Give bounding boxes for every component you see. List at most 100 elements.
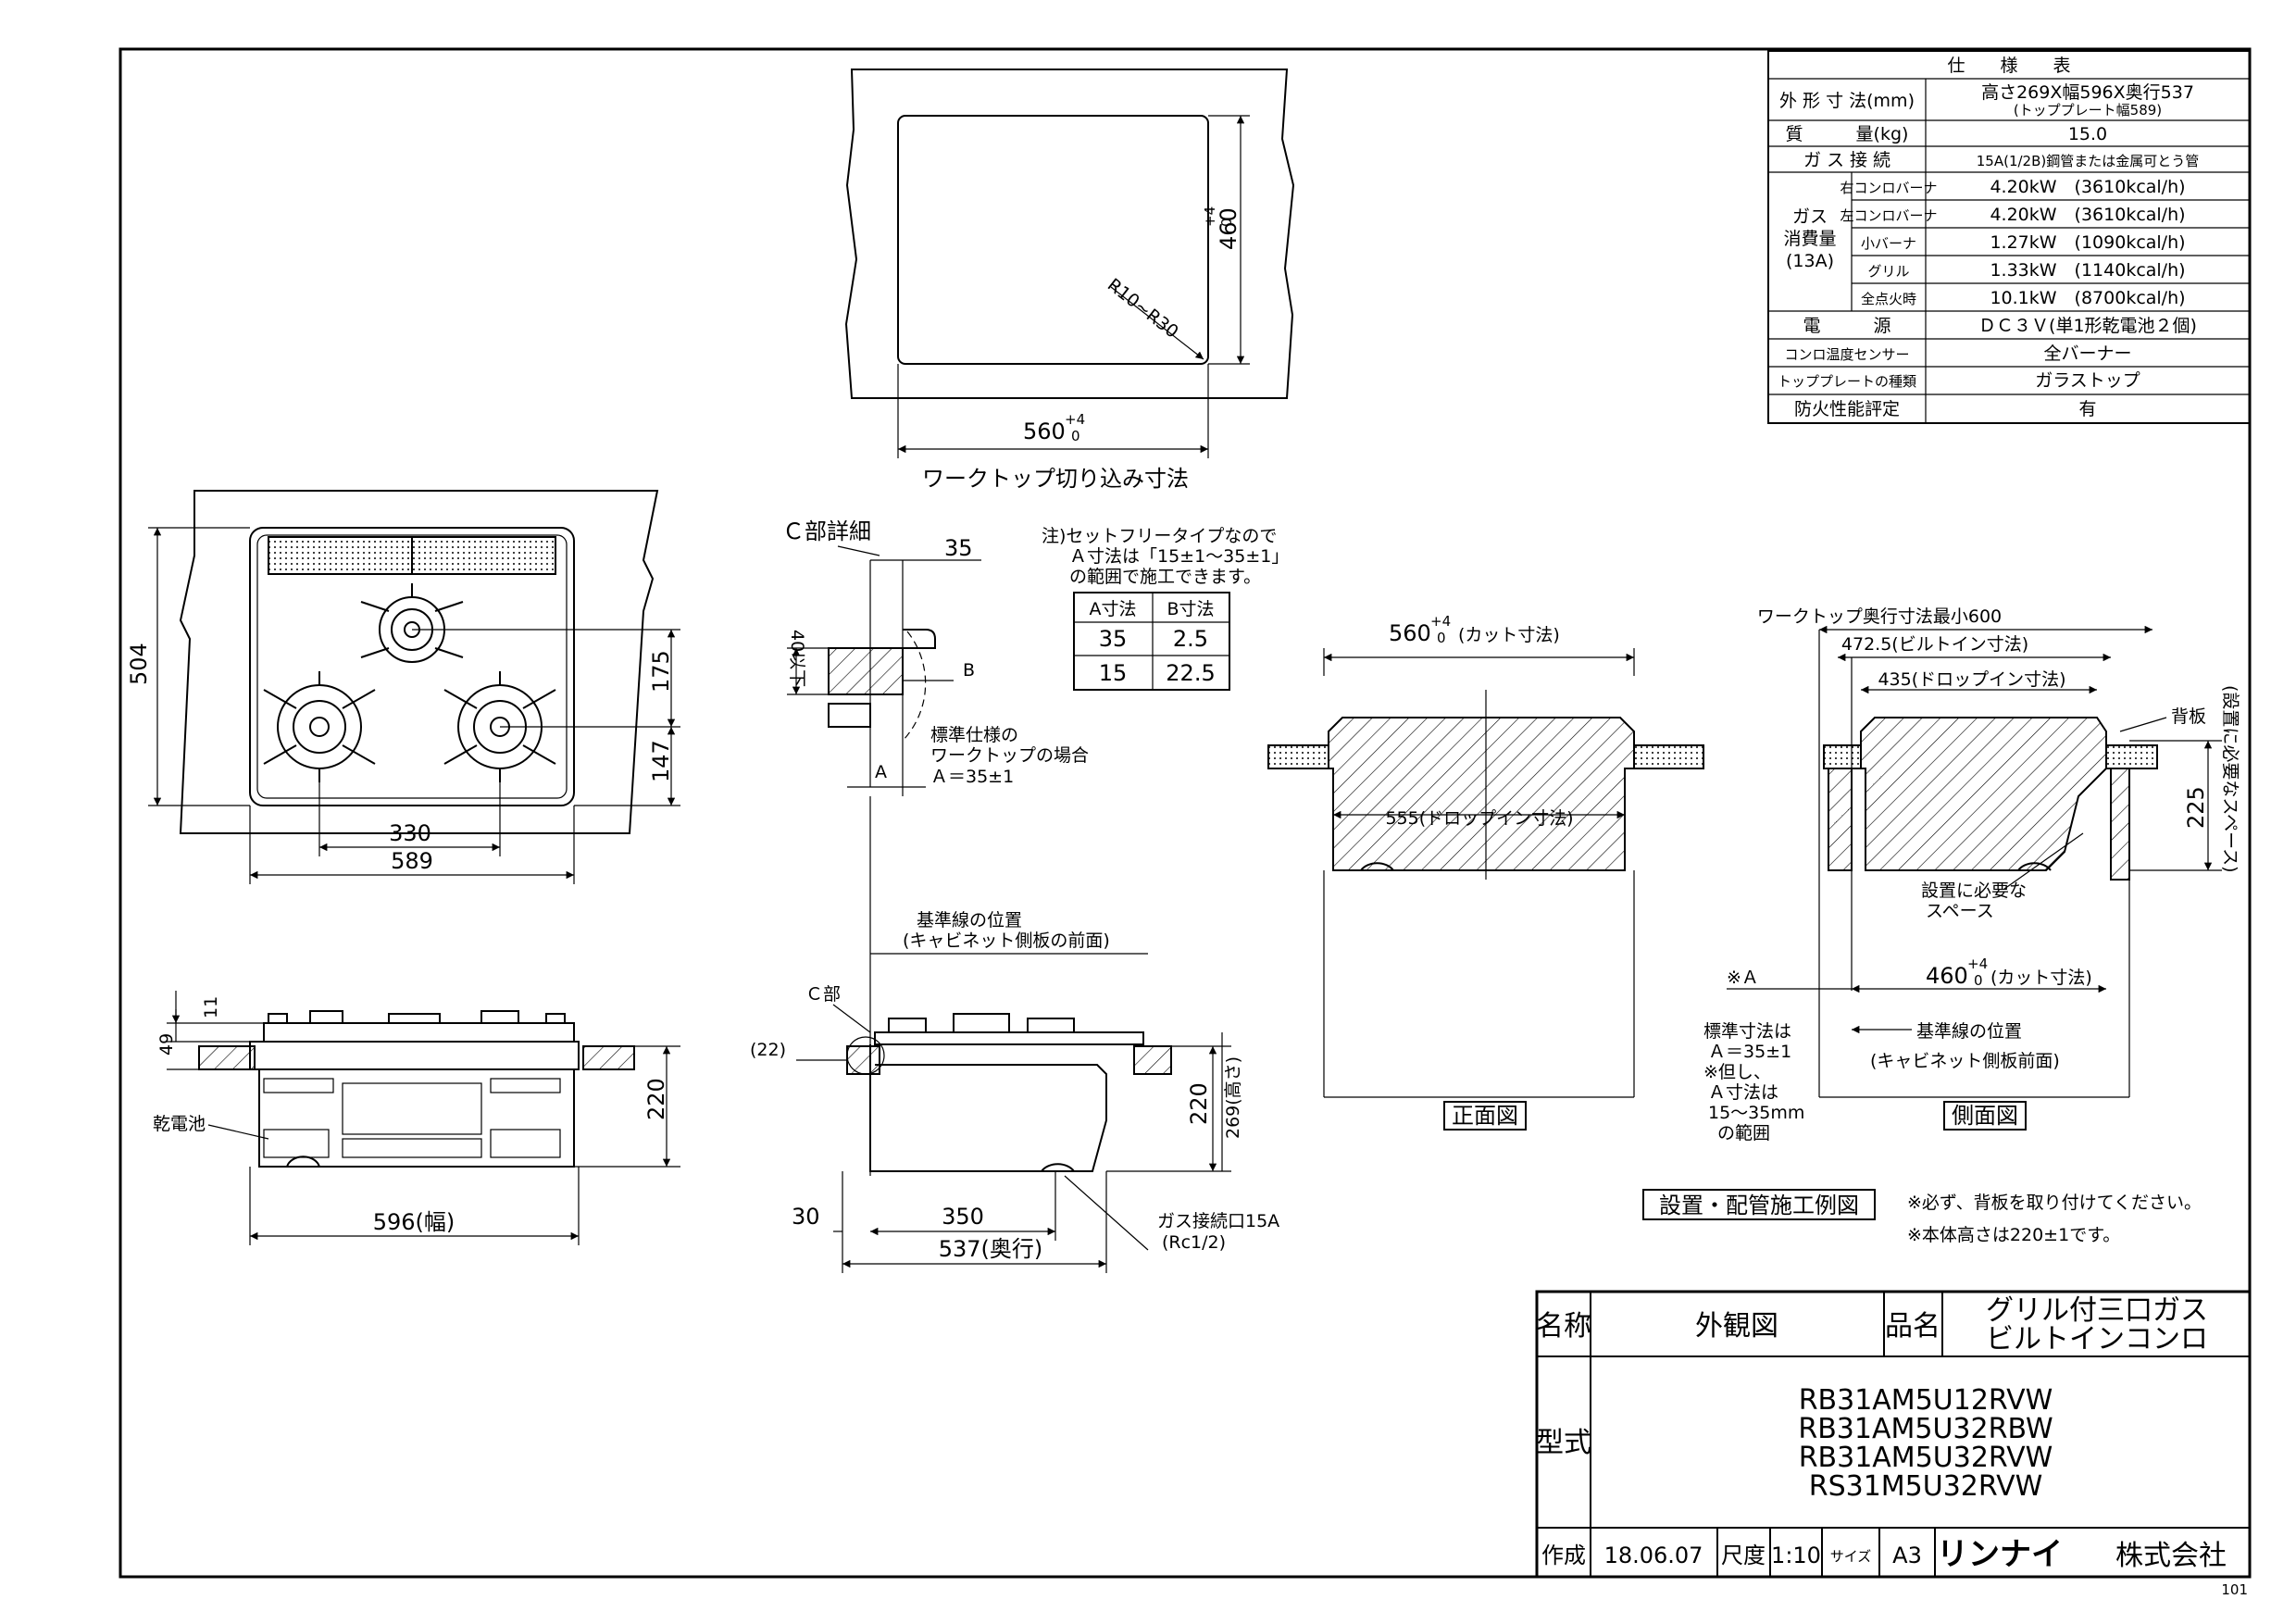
spec-fire-label: 防火性能評定: [1794, 399, 1900, 419]
detail-c-note-2: ワークトップの場合: [930, 745, 1089, 766]
install-side-std-1: 標準寸法は: [1703, 1021, 1791, 1042]
front-view: 11 49 220 乾電池 596(幅): [153, 991, 680, 1245]
detail-c: Ｃ部詳細 35 40以下 B A 標準仕様の ワークトップの場合 Ａ＝35±1: [782, 518, 1089, 796]
side-gas-inlet-2: (Rc1/2): [1162, 1232, 1226, 1253]
setfree-header-a: A寸法: [1090, 599, 1137, 619]
setfree-line-3: の範囲で施工できます。: [1069, 567, 1261, 587]
install-front-cut-label: (カット寸法): [1458, 625, 1560, 645]
install-side-tol-plus: +4: [1967, 956, 1988, 972]
install-side-caption: 側面図: [1952, 1103, 2018, 1129]
title-product-label: 品名: [1885, 1310, 1940, 1343]
plan-dim-147: 147: [648, 740, 674, 782]
side-c-part: Ｃ部: [805, 984, 841, 1005]
spec-gas-group-2: 消費量: [1783, 229, 1836, 249]
company-suffix: 株式会社: [2115, 1540, 2227, 1572]
install-front-tol-zero: 0: [1437, 630, 1446, 646]
spec-gas-conn-value: 15A(1/2B)鋼管または金属可とう管: [1977, 153, 2200, 169]
title-scale-label: 尺度: [1721, 1543, 1766, 1568]
title-made-value: 18.06.07: [1604, 1543, 1703, 1568]
install-side-cut-dim: 460: [1926, 963, 1968, 989]
cutout-width-tol-zero: 0: [1071, 428, 1080, 444]
title-model: RB31AM5U32RVW: [1799, 1442, 2053, 1474]
setfree-header-b: B寸法: [1167, 599, 1214, 619]
install-front-caption: 正面図: [1452, 1103, 1518, 1129]
spec-sensor-value: 全バーナー: [2043, 344, 2131, 364]
spec-gas-row-value: 4.20kW (3610kcal/h): [1990, 205, 2185, 225]
install-side-std-3: ※但し、: [1703, 1062, 1771, 1082]
page-number: 101: [2221, 1581, 2248, 1598]
side-dim-269: 269(高さ): [1223, 1056, 1243, 1139]
title-model-label: 型式: [1536, 1427, 1591, 1459]
spec-sensor-label: コンロ温度センサー: [1784, 346, 1909, 363]
setfree-note: 注)セットフリータイプなので Ａ寸法は「15±1～35±1」 の範囲で施工できま…: [1042, 526, 1289, 691]
title-product-value-1: グリル付三口ガス: [1986, 1294, 2208, 1327]
detail-c-note-1: 標準仕様の: [930, 725, 1018, 745]
detail-c-dim-40: 40以下: [787, 630, 807, 687]
setfree-cell: 22.5: [1166, 660, 1215, 686]
title-block: 名称 外観図 品名 グリル付三口ガス ビルトインコンロ 型式 RB31AM5U1…: [1535, 1290, 2252, 1579]
spec-gas-row-value: 4.20kW (3610kcal/h): [1990, 177, 2185, 197]
title-model: RB31AM5U32RBW: [1798, 1413, 2053, 1445]
title-made-label: 作成: [1541, 1543, 1586, 1568]
spec-gas-conn-label: ガ ス 接 続: [1803, 150, 1890, 170]
cutout-height-tol-zero: 0: [1218, 218, 1235, 227]
spec-dimensions-value: 高さ269X幅596X奥行537: [1981, 82, 2194, 103]
install-side-std-5: 15～35mm: [1708, 1103, 1804, 1123]
install-side-tol-zero: 0: [1974, 972, 1983, 989]
side-dim-220: 220: [1186, 1082, 1212, 1125]
install-side-dim-225: 225: [2183, 786, 2209, 829]
spec-power-label: 電 源: [1803, 316, 1890, 336]
note-back-plate: ※必ず、背板を取り付けてください。: [1907, 1193, 2202, 1213]
spec-mass-value: 15.0: [2068, 124, 2107, 144]
side-dim-30: 30: [792, 1204, 820, 1230]
front-dim-220: 220: [643, 1078, 669, 1120]
title-name-value: 外観図: [1695, 1310, 1778, 1343]
install-side-star-a: ※Ａ: [1727, 968, 1759, 988]
install-side-ref-1: 基準線の位置: [1916, 1021, 2022, 1042]
detail-c-title: Ｃ部詳細: [782, 518, 871, 544]
side-dim-22: (22): [750, 1040, 786, 1060]
spec-power-value: ＤＣ３Ｖ(単1形乾電池２個): [1978, 316, 2197, 336]
plan-dim-504: 504: [126, 643, 152, 685]
setfree-line-1: 注)セットフリータイプなので: [1042, 526, 1277, 546]
detail-c-note-3: Ａ＝35±1: [930, 767, 1014, 787]
install-side-std-4: Ａ寸法は: [1708, 1082, 1778, 1103]
company-brand-logo: リンナイ: [1937, 1536, 2063, 1573]
install-caption: 設置・配管施工例図: [1659, 1193, 1859, 1218]
side-view: 基準線の位置 (キャビネット側板の前面) Ｃ部 (22) 220 269(高さ)…: [750, 796, 1279, 1273]
spec-gas-row-label: 左コンロバーナ: [1840, 207, 1937, 224]
side-ref-line-1: 基準線の位置: [917, 910, 1022, 931]
side-gas-inlet-1: ガス接続口15A: [1157, 1211, 1279, 1231]
spec-top-label: トッププレートの種類: [1778, 373, 1916, 390]
front-dim-49: 49: [156, 1033, 177, 1056]
spec-fire-value: 有: [2078, 399, 2096, 419]
spec-gas-row-label: 全点火時: [1861, 291, 1916, 307]
install-front-view: 560 +4 0 (カット寸法) 555(ドロップイン寸法) 正面図: [1267, 613, 1704, 1131]
setfree-cell: 35: [1099, 626, 1128, 652]
spec-gas-row-value: 1.27kW (1090kcal/h): [1990, 232, 2185, 253]
spec-dimensions-sub: (トッププレート幅589): [2014, 102, 2162, 119]
spec-gas-group-3: (13A): [1786, 251, 1834, 271]
detail-c-dim-35: 35: [944, 535, 973, 561]
title-model: RS31M5U32RVW: [1809, 1470, 2043, 1503]
spec-top-value: ガラストップ: [2035, 370, 2140, 391]
install-side-std-2: Ａ＝35±1: [1708, 1042, 1791, 1062]
plan-dim-330: 330: [389, 820, 431, 846]
spec-gas-row-label: グリル: [1867, 263, 1909, 280]
title-scale-value: 1:10: [1771, 1543, 1821, 1568]
spec-gas-row-label: 右コンロバーナ: [1840, 180, 1937, 196]
spec-gas-row-value: 10.1kW (8700kcal/h): [1990, 288, 2185, 308]
cutout-width-dim: 560: [1023, 418, 1066, 444]
sheet-border: [119, 47, 2252, 1579]
setfree-line-2: Ａ寸法は「15±1～35±1」: [1069, 546, 1289, 567]
spec-mass-label: 質 量(kg): [1786, 124, 1909, 144]
plan-dim-175: 175: [648, 650, 674, 693]
plan-view: 504 175 147 330 589: [126, 490, 680, 884]
spec-table-header: 仕 様 表: [1947, 56, 2070, 76]
detail-c-label-b: B: [963, 660, 975, 681]
cutout-height-dim: 460: [1216, 207, 1242, 250]
install-front-cut-dim: 560: [1389, 620, 1431, 646]
install-side-view: ワークトップ奥行寸法最小600 472.5(ビルトイン寸法) 435(ドロップイ…: [1703, 606, 2240, 1143]
install-side-depth-min: ワークトップ奥行寸法最小600: [1757, 606, 2002, 627]
title-name-label: 名称: [1536, 1310, 1591, 1343]
